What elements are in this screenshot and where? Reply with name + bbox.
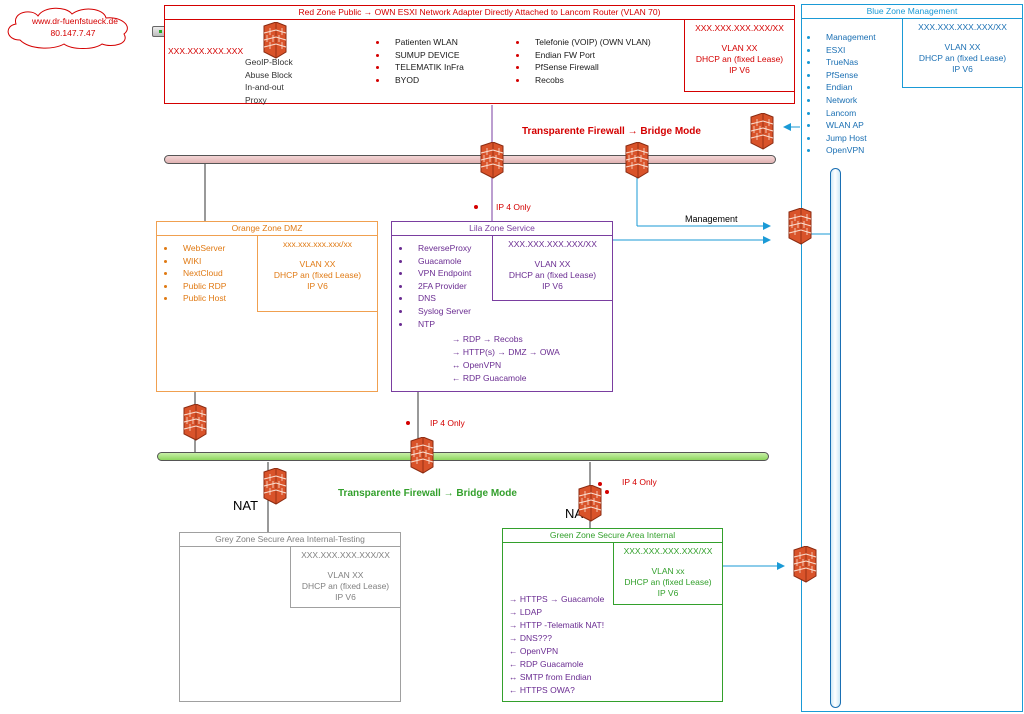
green-zone: Green Zone Secure Area Internal → HTTPS … [502,528,723,702]
list-item: NextCloud [161,267,226,280]
red-zone-list-2: Telefonie (VOIP) (OWN VLAN) Endian FW Po… [513,36,651,86]
list-item: SUMUP DEVICE [373,49,464,62]
grey-zone-title: Grey Zone Secure Area Internal-Testing [215,534,365,544]
list-item: 2FA Provider [396,280,471,293]
firewall-icon [578,485,602,522]
list-item: Endian FW Port [513,49,651,62]
firewall-icon [480,142,504,179]
orange-zone-title: Orange Zone DMZ [231,223,303,233]
firewall-icon [183,404,207,441]
flow-item: ↔ SMTP from Endian [509,672,592,682]
grey-zone-vlan-box: XXX.XXX.XXX.XXX/XX VLAN XX DHCP an (fixe… [290,546,401,608]
nat-label: NAT [233,498,259,513]
red-zone-list-1: Patienten WLAN SUMUP DEVICE TELEMATIK In… [373,36,464,86]
transparent-firewall-label-bottom: Transparente Firewall → Bridge Mode [338,488,517,499]
red-zone-vlan-box: XXX.XXX.XXX.XXX/XX VLAN XX DHCP an (fixe… [684,19,795,92]
flow-item: ← OpenVPN [509,646,559,656]
firewall-icon [793,546,817,583]
firewall-icon [410,437,434,474]
flow-item: ← HTTPS OWA? [509,685,575,695]
list-item: WLAN AP [804,119,876,132]
red-zone-title: Red Zone Public → OWN ESXI Network Adapt… [298,7,661,17]
list-item: Lancom [804,107,876,120]
green-zone-title: Green Zone Secure Area Internal [549,530,676,540]
list-item: OpenVPN [804,144,876,157]
lila-zone-list: ReverseProxy Guacamole VPN Endpoint 2FA … [396,242,471,330]
list-item: PfSense Firewall [513,61,651,74]
firewall-icon [263,468,287,505]
flow-item: ← RDP Guacamole [452,373,527,383]
flow-item: → LDAP [509,607,543,617]
red-zone-ip: XXX.XXX.XXX.XXX [168,46,244,56]
flow-item: → RDP → Recobs [452,334,523,344]
red-zone-fw-labels: GeoIP-Block Abuse Block In-and-out Proxy [245,57,293,105]
green-zone-vlan-box: XXX.XXX.XXX.XXX/XX VLAN xx DHCP an (fixe… [613,542,723,605]
lila-zone-title: Lila Zone Service [469,223,535,233]
list-item: Guacamole [396,255,471,268]
orange-zone-list: WebServer WIKI NextCloud Public RDP Publ… [161,242,226,305]
flow-item: → HTTP(s) → DMZ → OWA [452,347,560,357]
management-bus [830,168,841,708]
flow-item: ↔ OpenVPN [452,360,502,370]
blue-zone-list: Management ESXI TrueNas PfSense Endian N… [804,31,876,157]
internet-ip: 80.147.7.47 [50,28,96,38]
list-item: ReverseProxy [396,242,471,255]
list-item: TrueNas [804,56,876,69]
flow-item: → DNS??? [509,633,552,643]
transparent-firewall-label-top: Transparente Firewall → Bridge Mode [522,126,701,137]
grey-zone: Grey Zone Secure Area Internal-Testing X… [179,532,401,702]
lila-zone-flows: → RDP → Recobs → HTTP(s) → DMZ → OWA ↔ O… [452,333,560,385]
internet-cloud-icon [7,7,128,49]
flow-item: → HTTP -Telematik NAT! [509,620,605,630]
internet-host: www.dr-fuenfstueck.de [32,16,118,26]
blue-zone: Blue Zone Management Management ESXI Tru… [801,4,1023,712]
list-item: DNS [396,292,471,305]
firewall-icon [625,142,649,179]
list-item: Patienten WLAN [373,36,464,49]
lila-zone: Lila Zone Service ReverseProxy Guacamole… [391,221,613,392]
list-item: Public RDP [161,280,226,293]
lila-zone-vlan-box: XXX.XXX.XXX.XXX/XX VLAN XX DHCP an (fixe… [492,235,613,301]
list-item: WebServer [161,242,226,255]
orange-zone: Orange Zone DMZ WebServer WIKI NextCloud… [156,221,378,392]
list-item: WIKI [161,255,226,268]
ip4-only-label: IP 4 Only [622,477,657,487]
list-item: Public Host [161,292,226,305]
list-item: Recobs [513,74,651,87]
list-item: Jump Host [804,132,876,145]
management-label: Management [685,214,738,224]
list-item: BYOD [373,74,464,87]
ip4-only-label: IP 4 Only [496,202,531,212]
firewall-icon [788,208,812,245]
green-zone-flows: → HTTPS → Guacamole → LDAP → HTTP -Telem… [509,593,604,697]
firewall-icon [750,113,774,150]
list-item: VPN Endpoint [396,267,471,280]
orange-zone-vlan-box: xxx.xxx.xxx.xxx/xx VLAN XX DHCP an (fixe… [257,235,378,312]
blue-zone-vlan-box: XXX.XXX.XXX.XXX/XX VLAN XX DHCP an (fixe… [902,18,1023,88]
list-item: Network [804,94,876,107]
list-item: Telefonie (VOIP) (OWN VLAN) [513,36,651,49]
list-item: Management [804,31,876,44]
ip4-only-label: IP 4 Only [430,418,465,428]
flow-item: ← RDP Guacamole [509,659,584,669]
top-bridge-bus [164,155,776,164]
list-item: Endian [804,81,876,94]
list-item: Syslog Server [396,305,471,318]
list-item: PfSense [804,69,876,82]
list-item: TELEMATIK InFra [373,61,464,74]
flow-item: → HTTPS → Guacamole [509,594,605,604]
firewall-icon [263,22,287,59]
blue-zone-title: Blue Zone Management [866,6,958,16]
red-zone: Red Zone Public → OWN ESXI Network Adapt… [164,5,795,105]
list-item: NTP [396,318,471,331]
list-item: ESXI [804,44,876,57]
bottom-bridge-bus [157,452,769,461]
